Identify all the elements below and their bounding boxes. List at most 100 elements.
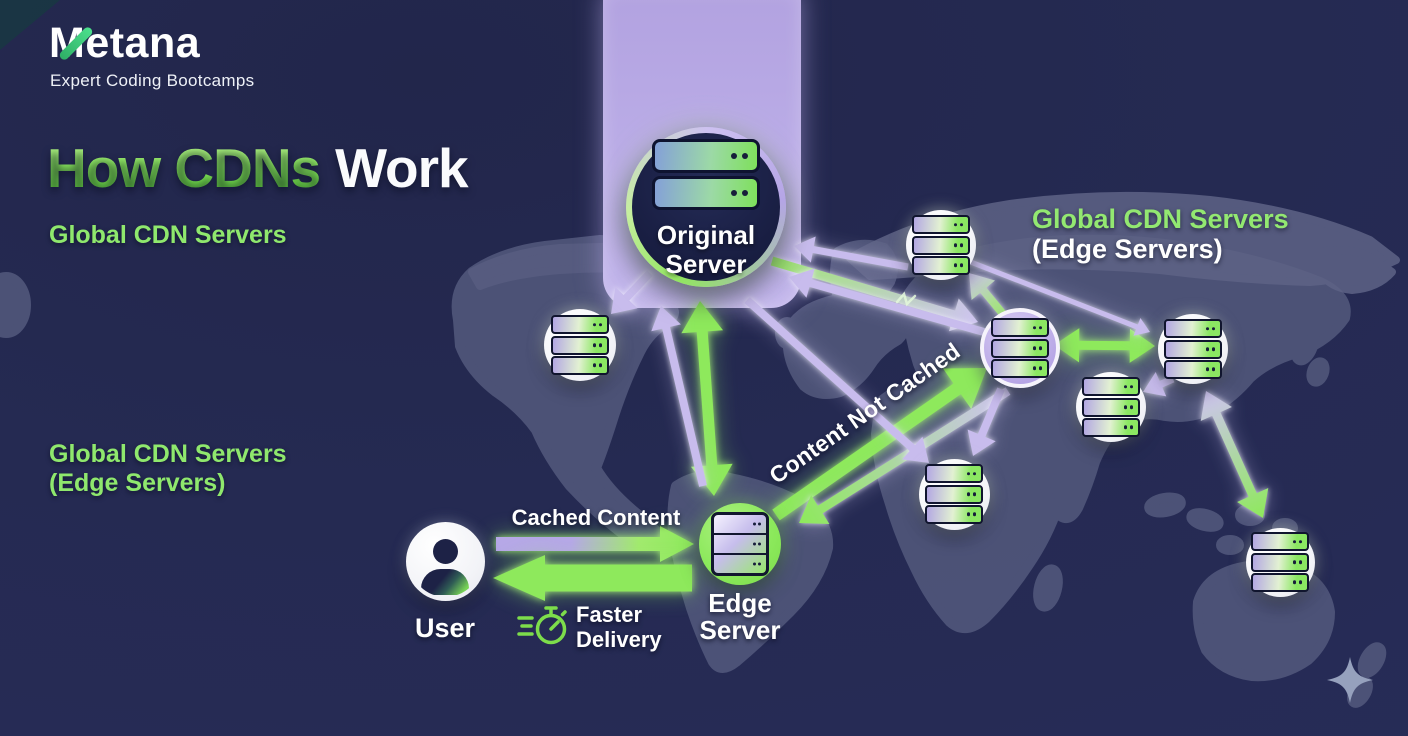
server-bar [912, 235, 970, 255]
origin-server-body: Original Server [632, 133, 780, 281]
corner-accent [0, 0, 60, 50]
person-head [432, 538, 458, 564]
server-bay [714, 555, 766, 573]
title-rest: Work [335, 137, 469, 199]
node-edge-server-main: Edge Server [699, 503, 781, 644]
indicator-dot [959, 243, 963, 247]
indicator-dot [598, 343, 602, 347]
faster-delivery-arrow [493, 555, 692, 601]
indicator-dot [592, 323, 596, 327]
arrow-original-server-to-edge-server-b [611, 270, 653, 314]
indicator-dot [1032, 366, 1036, 370]
node-original-server: Original Server [626, 127, 786, 287]
indicator-dot [1032, 326, 1036, 330]
node-label: Edge Server [699, 588, 781, 645]
arrow-edge-server-c-to-edge-server-f [967, 387, 1005, 456]
indicator-dot [758, 562, 761, 566]
node-edge-server-c [980, 308, 1060, 388]
indicator-dot [1211, 367, 1215, 371]
indicator-dot [1205, 367, 1209, 371]
server-stack-icon [1164, 318, 1222, 380]
cached-content-arrow [496, 526, 694, 562]
arrow-edge-server-c-to-edge-server-e [1054, 328, 1155, 363]
arrowhead [967, 429, 996, 456]
label-edge-servers-right: Global CDN Servers (Edge Servers) [1032, 204, 1289, 264]
label-line: (Edge Servers) [49, 469, 226, 497]
indicator-dot [1205, 347, 1209, 351]
user-icon [410, 526, 481, 597]
indicator-dot [1211, 327, 1215, 331]
indicator-dot [1038, 346, 1042, 350]
label-line: Global CDN Servers [1032, 204, 1289, 234]
indicator-dot [1298, 580, 1302, 584]
indicator-dot [953, 263, 957, 267]
arrow-original-server-to-edge-server-f [744, 297, 929, 463]
node-edge-server-a [906, 210, 976, 280]
arrowhead [681, 301, 724, 334]
brand-logo: Metana [49, 22, 200, 65]
server-bar [1164, 319, 1222, 339]
indicator-dot [1292, 580, 1296, 584]
indicator-dot [598, 323, 602, 327]
stopwatch-icon [517, 606, 567, 645]
label-line: Global CDN Servers [49, 440, 287, 468]
arrowhead [799, 495, 830, 525]
arrow-edge-server-a-to-edge-server-e [962, 256, 1150, 336]
server-bar [1251, 552, 1309, 572]
arrowhead [611, 287, 638, 314]
server-tower-icon [711, 512, 769, 576]
indicator-dot [1129, 405, 1133, 409]
indicator-dot [742, 152, 748, 159]
server-bar [925, 464, 983, 484]
indicator-dot [1123, 425, 1127, 429]
person-body [421, 568, 469, 595]
arrow-edge-server-main-to-original-server [651, 306, 707, 487]
label-line: Faster [576, 602, 643, 627]
server-stack-icon [925, 463, 983, 525]
indicator-dot [1298, 540, 1302, 544]
indicator-dot [966, 492, 970, 496]
server-stack-icon [912, 214, 970, 276]
indicator-dot [753, 522, 756, 526]
indicator-dot [1123, 385, 1127, 389]
server-stack-icon [1251, 531, 1309, 593]
brand-tagline: Expert Coding Bootcamps [50, 71, 255, 90]
server-bar [991, 358, 1049, 378]
indicator-dot [966, 512, 970, 516]
arrow-edge-server-e-to-edge-server-g [1200, 391, 1269, 518]
server-bar [912, 255, 970, 275]
indicator-dot [953, 223, 957, 227]
server-bar [925, 484, 983, 504]
server-bar [991, 338, 1049, 358]
indicator-dot [592, 363, 596, 367]
title-highlight: How CDNs [47, 137, 321, 199]
server-bar [925, 504, 983, 524]
arrowhead [1054, 328, 1080, 363]
server-bar [1251, 572, 1309, 592]
indicator-dot [953, 243, 957, 247]
indicator-dot [1211, 347, 1215, 351]
server-bar [1164, 359, 1222, 379]
indicator-dot [966, 472, 970, 476]
arrow-edge-server-c-to-edge-server-a [969, 273, 1007, 317]
arrowhead [789, 268, 815, 298]
indicator-dot [1038, 326, 1042, 330]
arrowhead [1143, 372, 1167, 397]
indicator-dot [1038, 366, 1042, 370]
label-cached-content: Cached Content [511, 505, 681, 530]
arrow-edge-server-a-to-original-server [794, 236, 909, 271]
arrow-edge-server-e-to-edge-server-d [1143, 372, 1175, 397]
server-stack-icon [652, 136, 760, 213]
indicator-dot [1129, 385, 1133, 389]
arrow-original-server-to-edge-server-main [681, 301, 733, 496]
server-stack-icon [551, 314, 609, 376]
server-bar [991, 318, 1049, 338]
indicator-dot [959, 263, 963, 267]
server-bar [1082, 397, 1140, 417]
label-line: (Edge Servers) [1032, 234, 1223, 264]
indicator-dot [753, 542, 756, 546]
arrowhead [1129, 328, 1155, 363]
server-bay [714, 515, 766, 535]
